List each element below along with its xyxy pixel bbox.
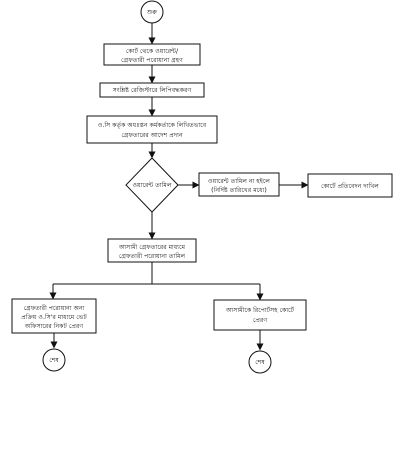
end-label-right: শেষ [255, 359, 265, 366]
oc-order-label-1: ও.সি কর্তৃক অধঃস্তন কর্মকর্তাকে লিখিতভাব… [98, 122, 207, 129]
end-node-right: শেষ [248, 350, 272, 374]
left-branch-label-2: প্রক্রিয় ও.সি'র মাধ্যমে ভেট [21, 313, 87, 321]
right-branch-step: আসামীকে রিপোর্টসহ কোর্টে প্রেরণ [213, 299, 307, 331]
receive-warrant-label-1: কোর্ট থেকে ওয়ারেন্ট/ [126, 47, 179, 55]
start-node: শুরু [140, 0, 164, 24]
end-node-left: শেষ [42, 348, 66, 372]
right-branch-label-1: আসামীকে রিপোর্টসহ কোর্টে [225, 306, 295, 314]
not-executed-label-2: (নির্দিষ্ট তারিখের মধ্যে) [211, 187, 267, 194]
court-report-label: কোর্টে প্রতিবেদন দাখিল [321, 182, 379, 190]
not-executed-step: ওয়ারেন্ট তামিল না হইলে (নির্দিষ্ট তারিখ… [198, 172, 280, 197]
left-branch-label-1: গ্রেফতারী পরোয়ানা অন্য [24, 304, 85, 312]
left-branch-label-3: অফিসারের নিকট প্রেরণ [24, 322, 83, 330]
oc-order-label-2: গ্রেফতারের আদেশ প্রদান [121, 132, 183, 139]
arrest-execute-step: আসামী গ্রেফতারের মাধ্যমে গ্রেফতারী পরোয়… [107, 238, 197, 263]
not-executed-label-1: ওয়ারেন্ট তামিল না হইলে [208, 178, 270, 185]
arrest-execute-label-1: আসামী গ্রেফতারের মাধ্যমে [118, 243, 186, 251]
end-label-left: শেষ [49, 357, 59, 364]
right-branch-label-2: প্রেরণ [253, 317, 268, 324]
register-entry-label: সংশ্লিষ্ট রেজিস্টারে লিপিবদ্ধকরণ [112, 86, 192, 94]
receive-warrant-step: কোর্ট থেকে ওয়ারেন্ট/ গ্রেফতারী পরোয়ানা… [103, 43, 201, 66]
decision-label: ওয়ারেন্ট তামিল [133, 182, 172, 189]
arrest-execute-label-2: গ্রেফতারী পরোয়ানা তামিল [119, 252, 186, 260]
register-entry-step: সংশ্লিষ্ট রেজিস্টারে লিপিবদ্ধকরণ [99, 82, 205, 98]
start-label: শুরু [146, 9, 157, 16]
left-branch-step: গ্রেফতারী পরোয়ানা অন্য প্রক্রিয় ও.সি'র… [11, 298, 97, 334]
decision-node: ওয়ারেন্ট তামিল [125, 157, 179, 213]
oc-order-step: ও.সি কর্তৃক অধঃস্তন কর্মকর্তাকে লিখিতভাব… [86, 115, 218, 144]
court-report-step: কোর্টে প্রতিবেদন দাখিল [307, 173, 393, 198]
receive-warrant-label-2: গ্রেফতারী পরোয়ানা গ্রহণ [121, 56, 183, 64]
